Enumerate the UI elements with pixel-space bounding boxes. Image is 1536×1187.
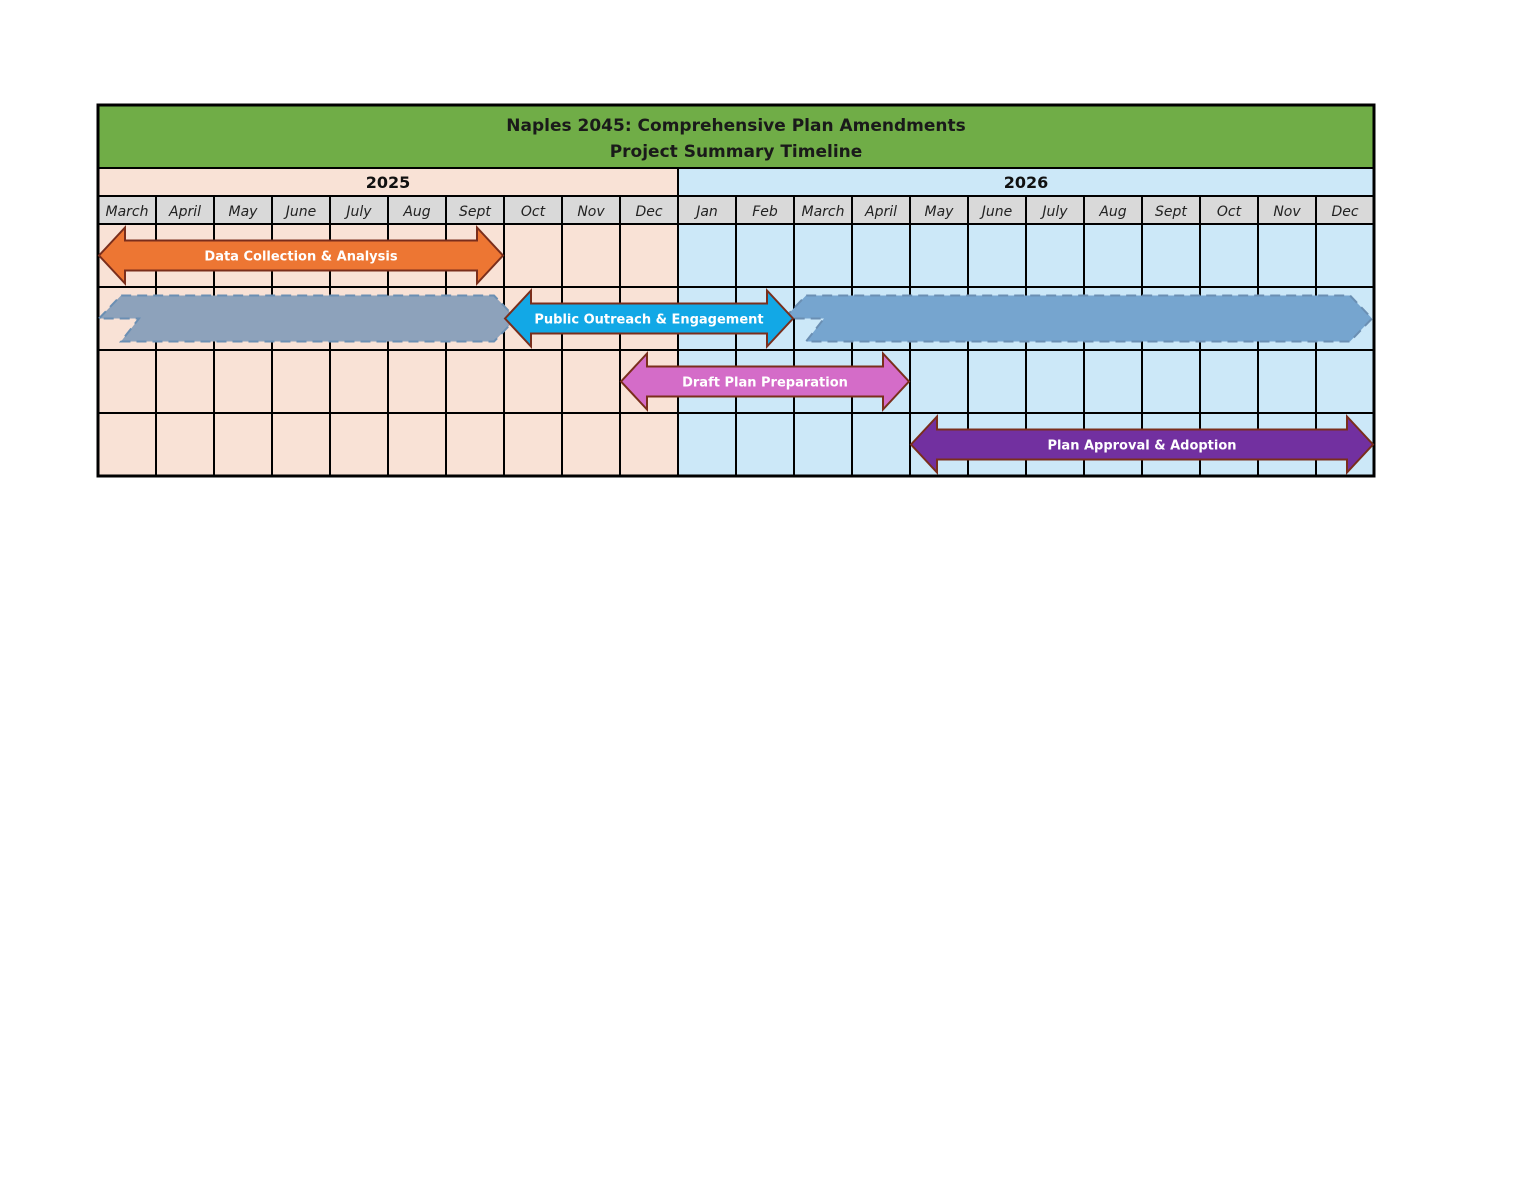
ongoing-activity-band [781, 294, 1374, 343]
month-label: April [864, 204, 897, 220]
month-label: June [979, 204, 1013, 220]
month-label: Dec [1331, 204, 1358, 220]
title-banner [98, 105, 1374, 168]
month-label: Aug [1098, 204, 1126, 220]
year-label-2026: 2026 [1004, 173, 1049, 192]
month-label: Jan [693, 204, 718, 220]
month-label: Aug [402, 204, 430, 220]
month-label: Sept [459, 204, 491, 220]
month-label: Sept [1155, 204, 1187, 220]
year-header-2026 [678, 168, 1374, 196]
month-label: Feb [752, 204, 778, 220]
year-label-2025: 2025 [366, 173, 411, 192]
month-label: May [925, 204, 955, 220]
month-label: Dec [635, 204, 662, 220]
task-arrow [503, 287, 795, 350]
task-label: Plan Approval & Adoption [1047, 439, 1236, 454]
month-label: July [343, 204, 372, 220]
month-label: June [283, 204, 317, 220]
month-label: March [106, 204, 149, 220]
task-arrow [97, 224, 505, 287]
month-label: Oct [1217, 204, 1242, 220]
month-label: April [168, 204, 201, 220]
chart-subtitle: Project Summary Timeline [610, 142, 863, 162]
task-arrow [909, 413, 1375, 476]
month-label: Oct [521, 204, 546, 220]
chart-border [96, 103, 1376, 478]
chart-title: Naples 2045: Comprehensive Plan Amendmen… [506, 116, 966, 136]
year-header-2025 [98, 168, 678, 196]
task-arrow [619, 350, 911, 413]
task-label: Draft Plan Preparation [682, 376, 848, 391]
task-label: Public Outreach & Engagement [534, 313, 763, 328]
month-label: July [1039, 204, 1068, 220]
month-label: May [229, 204, 259, 220]
month-label: March [802, 204, 845, 220]
month-label: Nov [577, 204, 605, 220]
task-label: Data Collection & Analysis [204, 250, 397, 265]
ongoing-activity-band [96, 294, 518, 343]
month-label: Nov [1273, 204, 1301, 220]
